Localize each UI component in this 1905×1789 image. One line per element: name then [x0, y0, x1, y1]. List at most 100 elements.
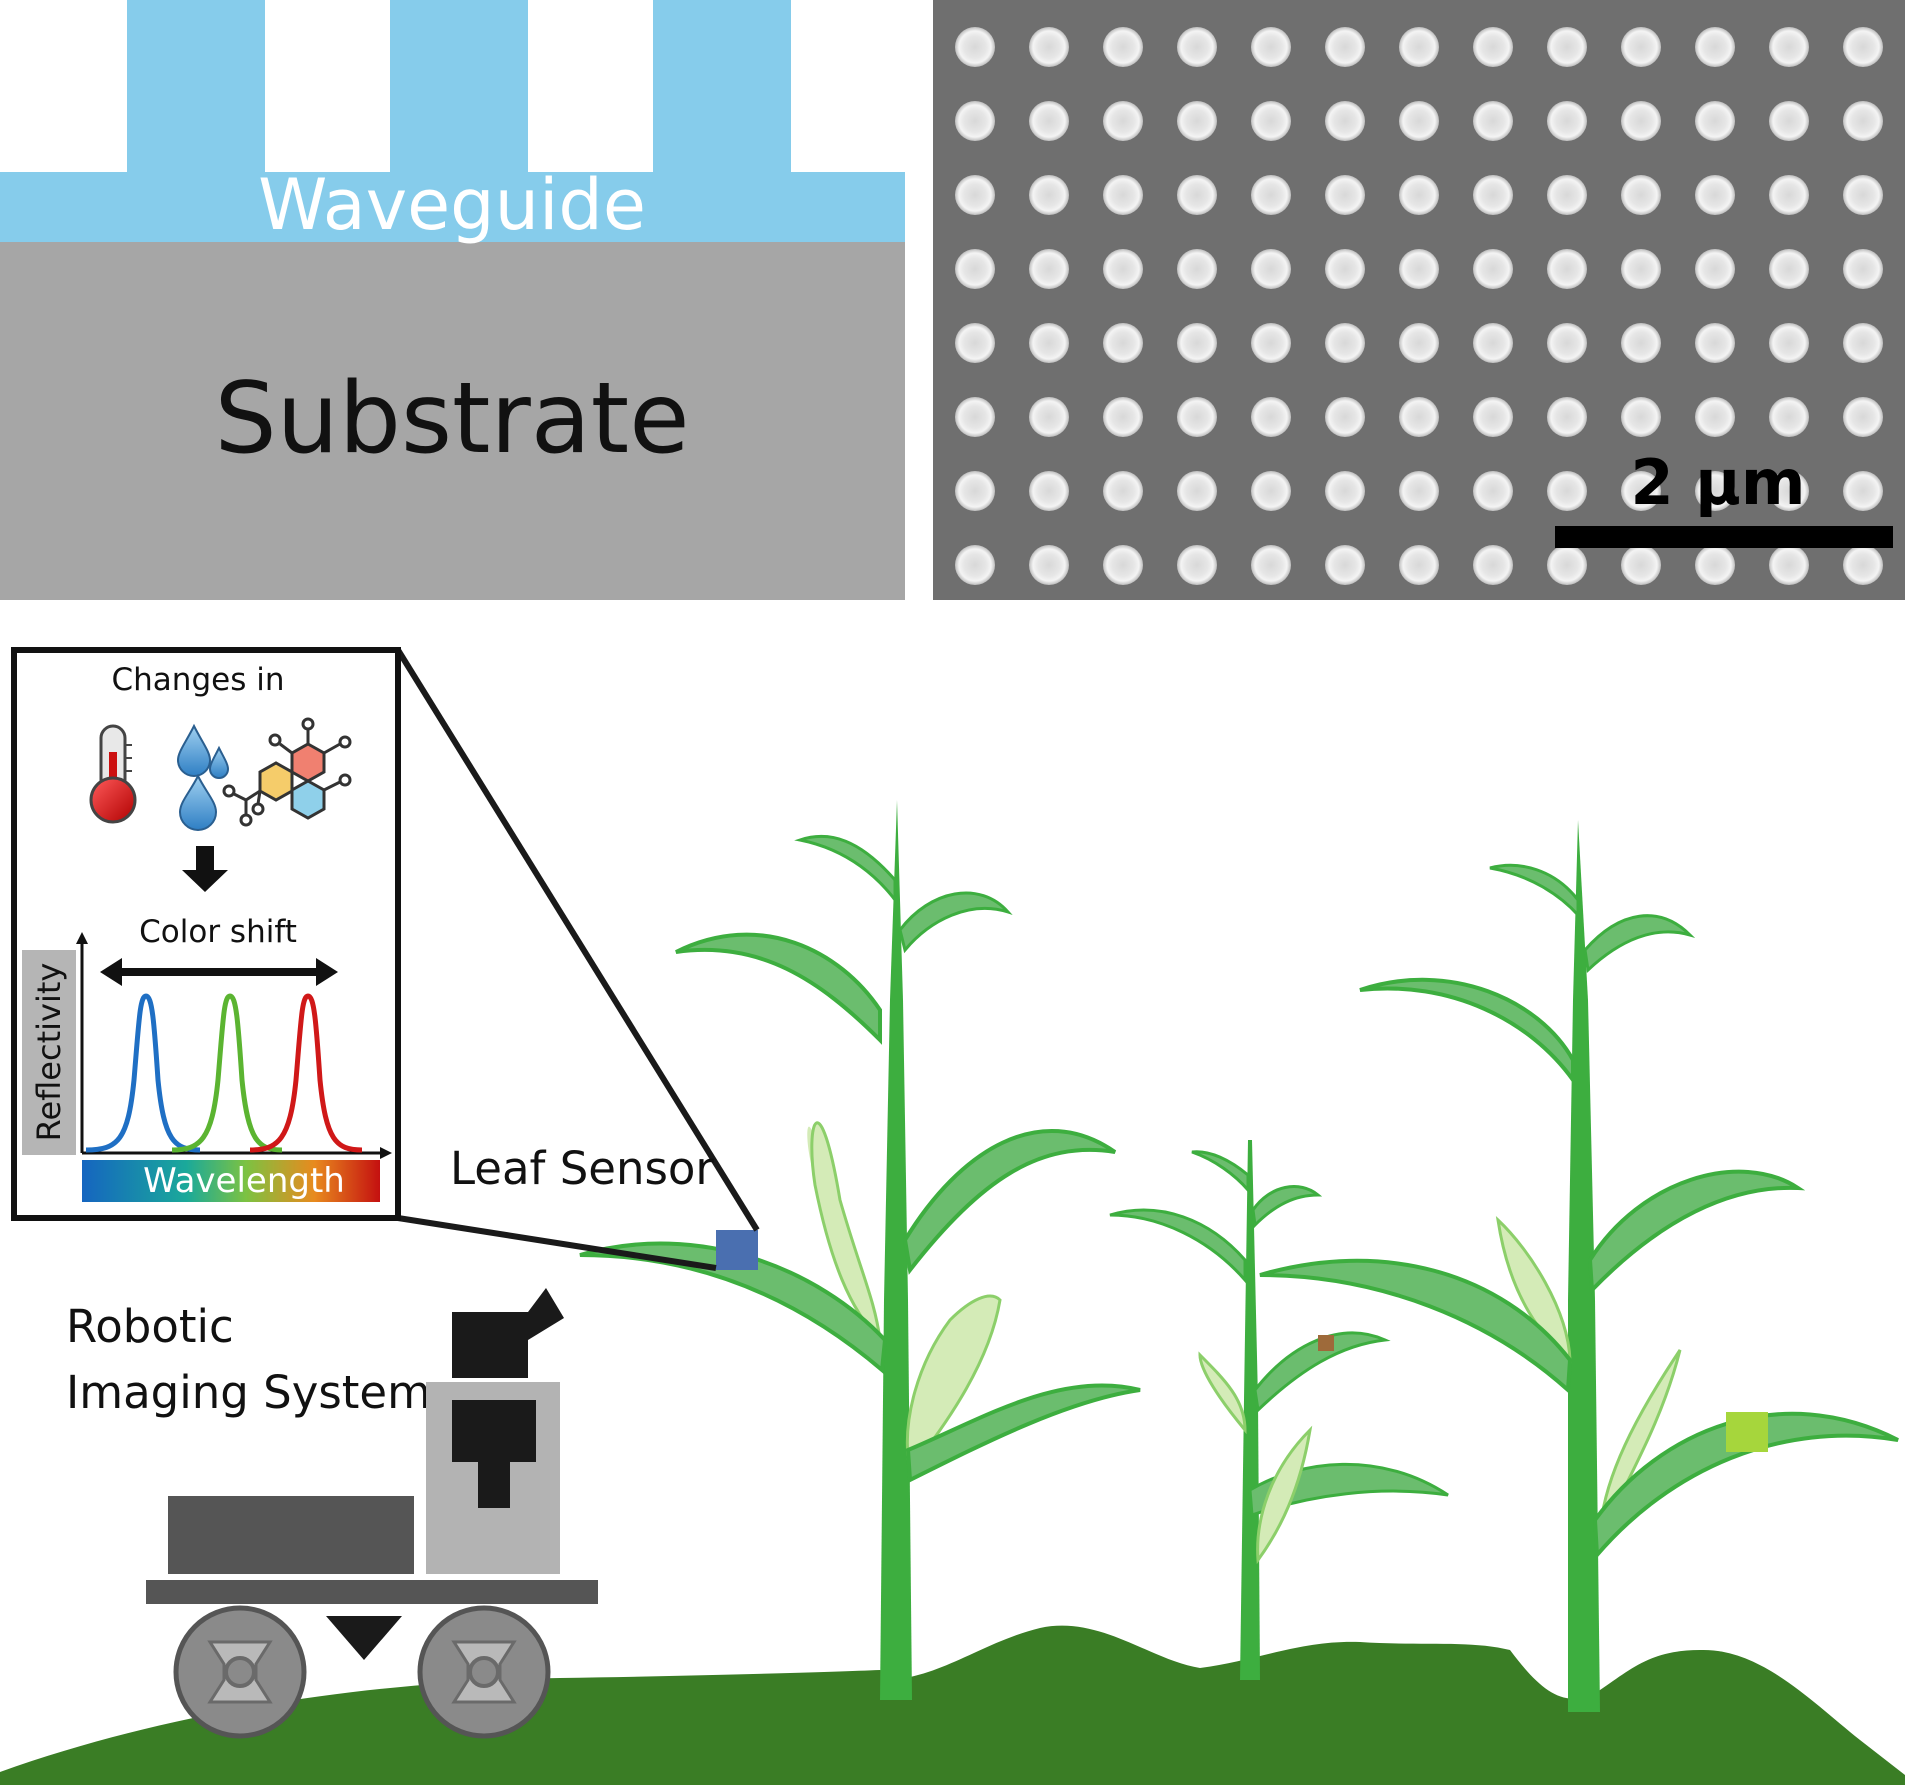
- sem-dot: [1843, 545, 1883, 585]
- leaf: [1489, 863, 1580, 919]
- sem-dot: [1029, 397, 1069, 437]
- sem-dot: [1695, 397, 1735, 437]
- sem-dot: [1103, 249, 1143, 289]
- sem-dot: [1251, 323, 1291, 363]
- leaf: [1587, 1169, 1806, 1295]
- sem-dot-array: [955, 27, 1883, 585]
- zoom-line: [397, 1215, 717, 1271]
- inset-frame: [11, 647, 401, 1221]
- sem-dot: [1029, 101, 1069, 141]
- sem-dot: [955, 545, 995, 585]
- sem-dot: [1547, 27, 1587, 67]
- down-arrow-icon: [182, 846, 228, 892]
- leaf: [1359, 977, 1575, 1087]
- sem-dot: [1769, 323, 1809, 363]
- double-arrow-icon: [100, 958, 338, 986]
- sem-dot: [1325, 545, 1365, 585]
- waveguide-label: Waveguide: [258, 164, 646, 246]
- sem-dot: [1177, 175, 1217, 215]
- sem-dot: [1769, 249, 1809, 289]
- peak-red: [249, 993, 363, 1153]
- sem-dot: [1695, 175, 1735, 215]
- sem-dot: [1251, 175, 1291, 215]
- sem-dot: [1621, 175, 1661, 215]
- sem-dot: [1843, 323, 1883, 363]
- sem-dot: [1547, 545, 1587, 585]
- plant-left: [579, 800, 1141, 1700]
- sem-panel: 2 μm: [933, 0, 1905, 600]
- sem-dot: [1029, 249, 1069, 289]
- sem-dot: [955, 27, 995, 67]
- sem-dot: [1547, 175, 1587, 215]
- sem-dot: [1843, 397, 1883, 437]
- sem-dot: [1621, 27, 1661, 67]
- sem-dot: [1103, 323, 1143, 363]
- leaf: [1251, 1185, 1323, 1229]
- sem-dot: [1251, 545, 1291, 585]
- waveguide-layer: [0, 172, 905, 242]
- sem-dot: [1177, 249, 1217, 289]
- scale-bar-label: 2 μm: [1631, 446, 1806, 519]
- sem-dot: [1325, 471, 1365, 511]
- sem-dot: [1547, 101, 1587, 141]
- sem-dot: [1473, 101, 1513, 141]
- substrate-label: Substrate: [214, 362, 689, 476]
- sem-dot: [1547, 323, 1587, 363]
- sem-dot: [1769, 545, 1809, 585]
- sem-dot: [1251, 397, 1291, 437]
- peak-blue: [85, 993, 201, 1153]
- camera-body-top: [452, 1400, 536, 1462]
- sem-dot: [955, 249, 995, 289]
- sem-dot: [1695, 323, 1735, 363]
- sem-dot: [1769, 397, 1809, 437]
- sem-dot: [1473, 175, 1513, 215]
- sem-dot: [1251, 101, 1291, 141]
- plant-right: [1259, 820, 1899, 1712]
- sem-dot: [1399, 249, 1439, 289]
- sem-dot: [1843, 471, 1883, 511]
- sem-dot: [1251, 471, 1291, 511]
- sem-dot: [1177, 471, 1217, 511]
- sem-dot: [1547, 249, 1587, 289]
- sem-dot: [1843, 249, 1883, 289]
- water-drops-icon: [176, 723, 230, 831]
- wheel: [417, 1605, 551, 1739]
- sem-dot: [1177, 397, 1217, 437]
- sem-dot: [1473, 27, 1513, 67]
- sem-dot: [1029, 323, 1069, 363]
- sem-dot: [955, 397, 995, 437]
- sem-dot: [1399, 101, 1439, 141]
- sem-dot: [1547, 471, 1587, 511]
- ground: [0, 1625, 1905, 1785]
- zoom-line: [395, 648, 760, 1232]
- sem-dot: [1695, 545, 1735, 585]
- leaf: [1191, 1150, 1250, 1195]
- chassis-pointer: [326, 1616, 402, 1660]
- sem-dot: [1769, 27, 1809, 67]
- wavelength-gradient-bar: [82, 1160, 380, 1202]
- sem-dot: [1103, 545, 1143, 585]
- sem-dot: [1325, 249, 1365, 289]
- sem-dot: [1103, 397, 1143, 437]
- grating-tooth: [653, 0, 791, 174]
- sem-dot: [1843, 27, 1883, 67]
- sem-dot: [1103, 175, 1143, 215]
- sem-dot: [1177, 27, 1217, 67]
- sem-dot: [1325, 101, 1365, 141]
- sem-dot: [955, 101, 995, 141]
- sem-dot: [1325, 175, 1365, 215]
- wheel: [173, 1605, 307, 1739]
- stem: [1568, 820, 1600, 1712]
- cargo-box: [168, 1496, 414, 1574]
- sem-dot: [1399, 175, 1439, 215]
- sem-dot: [1103, 27, 1143, 67]
- inset-heading: Changes in: [112, 662, 285, 698]
- sem-dot: [1621, 249, 1661, 289]
- sem-dot: [1177, 323, 1217, 363]
- leaf: [1259, 1258, 1573, 1395]
- chassis-platform: [146, 1580, 598, 1604]
- stem: [1240, 1140, 1260, 1680]
- sem-dot: [1621, 323, 1661, 363]
- robot-label-line2: Imaging System: [66, 1366, 431, 1419]
- grating-tooth: [127, 0, 265, 174]
